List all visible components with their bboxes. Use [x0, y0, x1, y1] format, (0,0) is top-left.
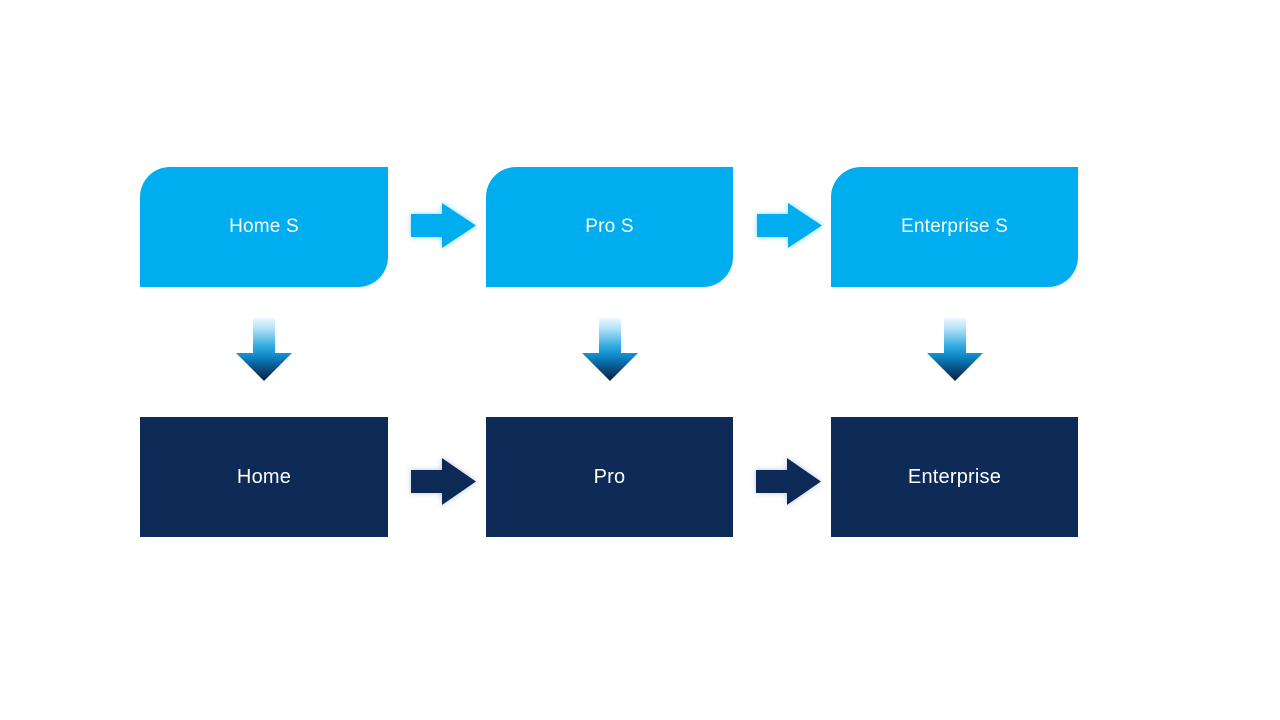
node-pro: Pro: [486, 417, 733, 537]
right-arrow-icon: [757, 203, 822, 248]
node-pro-s: Pro S: [486, 167, 733, 287]
node-label: Home: [236, 465, 292, 488]
right-arrow-shape: [756, 458, 821, 505]
right-arrow-shape: [411, 458, 476, 505]
right-arrow-icon: [411, 203, 476, 248]
down-arrow-shape: [927, 318, 983, 381]
node-label: Home S: [229, 216, 299, 237]
node-label: Pro: [593, 465, 626, 488]
down-arrow-icon: [236, 318, 292, 381]
down-arrow-icon: [582, 318, 638, 381]
right-arrow-icon: [756, 458, 821, 505]
right-arrow-icon: [411, 458, 476, 505]
down-arrow-shape: [582, 318, 638, 381]
node-enterprise: Enterprise: [831, 417, 1078, 537]
node-label: Pro S: [585, 216, 634, 237]
down-arrow-icon: [927, 318, 983, 381]
node-label: Enterprise S: [901, 216, 1008, 237]
node-label: Enterprise: [907, 465, 1002, 488]
right-arrow-shape: [411, 203, 476, 248]
node-home: Home: [140, 417, 388, 537]
node-home-s: Home S: [140, 167, 388, 287]
right-arrow-shape: [757, 203, 822, 248]
node-enterprise-s: Enterprise S: [831, 167, 1078, 287]
down-arrow-shape: [236, 318, 292, 381]
